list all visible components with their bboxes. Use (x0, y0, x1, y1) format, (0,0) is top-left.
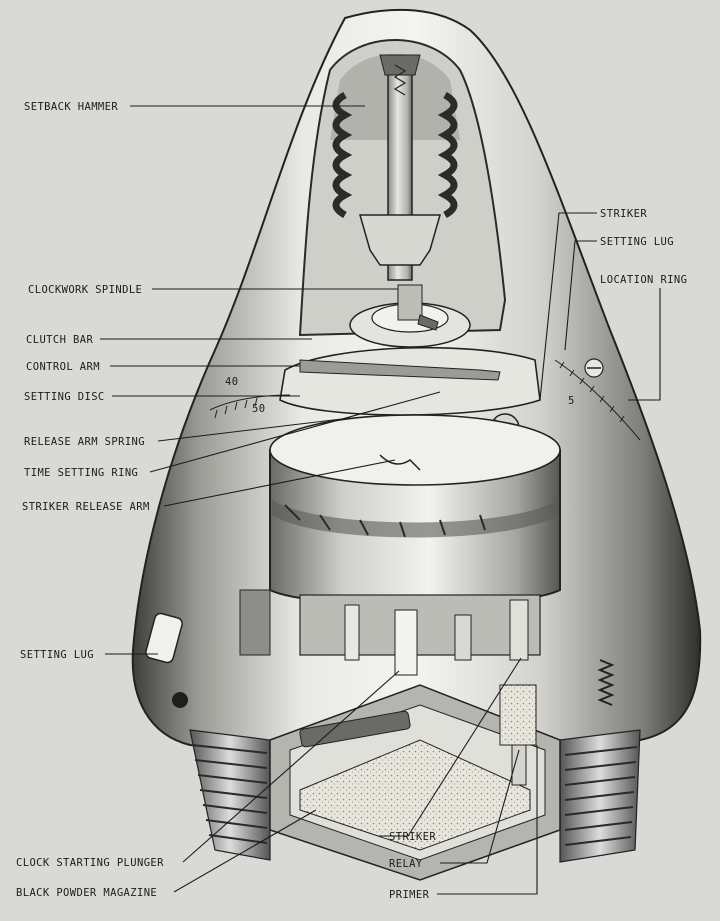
setting-lug-left-shape (145, 612, 188, 708)
label-black-powder-magazine: BLACK POWDER MAGAZINE (16, 887, 157, 899)
label-clutch-bar: CLUTCH BAR (26, 334, 93, 346)
clock-drum (269, 414, 561, 606)
scale-number-right: 5 (568, 395, 575, 407)
label-striker-bottom: STRIKER (389, 831, 436, 843)
scale-number-left: 50 (252, 403, 265, 415)
label-time-setting-ring: TIME SETTING RING (24, 467, 138, 479)
label-relay: RELAY (389, 858, 423, 870)
base-mechanism (239, 589, 541, 676)
label-setting-lug-right: SETTING LUG (600, 236, 674, 248)
label-striker-top: STRIKER (600, 208, 647, 220)
leader-lines (100, 105, 661, 895)
label-striker-release-arm: STRIKER RELEASE ARM (22, 501, 150, 513)
powder-magazine (269, 684, 561, 881)
label-release-arm-spring: RELEASE ARM SPRING (24, 436, 145, 448)
time-scale: 50 40 5 (209, 358, 641, 441)
label-control-arm: CONTROL ARM (26, 361, 100, 373)
right-spring (597, 659, 615, 706)
label-clock-starting-plunger: CLOCK STARTING PLUNGER (16, 857, 164, 869)
label-primer: PRIMER (389, 889, 430, 901)
label-setback-hammer: SETBACK HAMMER (24, 101, 118, 113)
label-setting-disc: SETTING DISC (24, 391, 105, 403)
threaded-base (189, 729, 641, 863)
scale-number-edge: 40 (225, 376, 238, 388)
label-location-ring: LOCATION RING (600, 274, 687, 286)
label-setting-lug-left: SETTING LUG (20, 649, 94, 661)
label-clockwork-spindle: CLOCKWORK SPINDLE (28, 284, 142, 296)
setback-hammer (332, 54, 458, 281)
clockwork-spindle (349, 284, 471, 348)
